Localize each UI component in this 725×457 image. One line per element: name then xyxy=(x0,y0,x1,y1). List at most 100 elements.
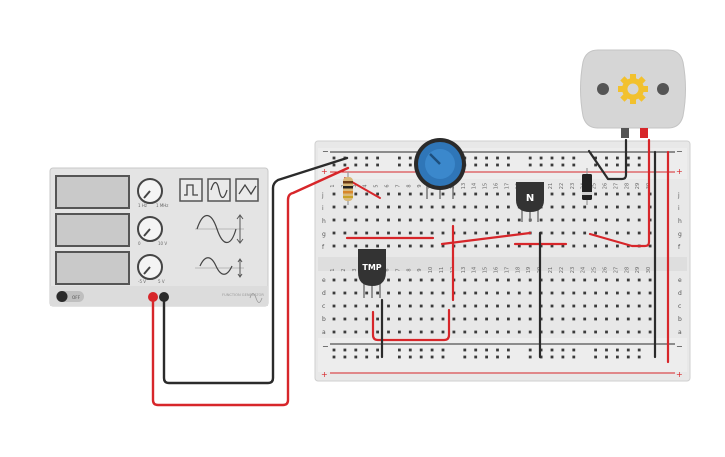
breadboard-hole[interactable] xyxy=(528,317,532,321)
breadboard-hole[interactable] xyxy=(616,231,619,235)
rail-hole[interactable] xyxy=(550,156,554,160)
rail-hole[interactable] xyxy=(528,355,532,359)
breadboard-hole[interactable] xyxy=(441,205,445,209)
rail-hole[interactable] xyxy=(528,156,532,160)
rail-hole[interactable] xyxy=(594,163,597,167)
rail-hole[interactable] xyxy=(626,163,630,167)
rail-hole[interactable] xyxy=(474,163,478,167)
offset-knob[interactable] xyxy=(137,254,163,280)
breadboard-hole[interactable] xyxy=(594,244,597,248)
breadboard-hole[interactable] xyxy=(507,244,510,248)
breadboard-hole[interactable] xyxy=(463,192,467,196)
breadboard-hole[interactable] xyxy=(398,291,401,295)
breadboard-hole[interactable] xyxy=(528,330,532,334)
breadboard-hole[interactable] xyxy=(594,330,597,334)
breadboard-hole[interactable] xyxy=(474,231,478,235)
breadboard-hole[interactable] xyxy=(539,218,543,222)
breadboard-hole[interactable] xyxy=(408,291,412,295)
breadboard-hole[interactable] xyxy=(419,192,423,196)
rail-hole[interactable] xyxy=(365,348,369,352)
breadboard-hole[interactable] xyxy=(572,205,576,209)
rail-hole[interactable] xyxy=(550,355,554,359)
square-wave-button[interactable] xyxy=(179,178,203,202)
breadboard-hole[interactable] xyxy=(507,278,510,282)
breadboard-hole[interactable] xyxy=(485,304,488,308)
breadboard-hole[interactable] xyxy=(398,205,401,209)
breadboard-hole[interactable] xyxy=(419,218,423,222)
breadboard-hole[interactable] xyxy=(626,317,630,321)
breadboard-hole[interactable] xyxy=(408,317,412,321)
breadboard-hole[interactable] xyxy=(387,205,390,209)
rail-hole[interactable] xyxy=(616,163,619,167)
rail-hole[interactable] xyxy=(637,348,641,352)
breadboard-hole[interactable] xyxy=(332,278,336,282)
breadboard-hole[interactable] xyxy=(528,304,532,308)
breadboard-hole[interactable] xyxy=(561,291,565,295)
breadboard-hole[interactable] xyxy=(354,205,358,209)
function-generator[interactable]: 1 Hz 1 MHz 0 10 V -5 V 5 V xyxy=(49,167,269,307)
breadboard-hole[interactable] xyxy=(354,304,358,308)
breadboard-hole[interactable] xyxy=(583,317,587,321)
rail-hole[interactable] xyxy=(572,156,576,160)
rail-hole[interactable] xyxy=(332,355,336,359)
rail-hole[interactable] xyxy=(398,355,401,359)
breadboard-hole[interactable] xyxy=(496,291,499,295)
breadboard-hole[interactable] xyxy=(583,278,587,282)
breadboard-hole[interactable] xyxy=(594,317,597,321)
breadboard-hole[interactable] xyxy=(463,244,467,248)
breadboard-hole[interactable] xyxy=(507,291,510,295)
breadboard-hole[interactable] xyxy=(343,330,347,334)
breadboard-hole[interactable] xyxy=(419,330,423,334)
breadboard-hole[interactable] xyxy=(398,244,401,248)
breadboard-hole[interactable] xyxy=(376,291,379,295)
breadboard-hole[interactable] xyxy=(419,278,423,282)
rail-hole[interactable] xyxy=(354,163,358,167)
breadboard-hole[interactable] xyxy=(452,330,456,334)
breadboard-hole[interactable] xyxy=(561,244,565,248)
breadboard-hole[interactable] xyxy=(485,291,488,295)
rail-hole[interactable] xyxy=(398,163,401,167)
breadboard-hole[interactable] xyxy=(430,291,434,295)
breadboard-hole[interactable] xyxy=(441,304,445,308)
breadboard-hole[interactable] xyxy=(343,205,347,209)
breadboard-hole[interactable] xyxy=(594,278,597,282)
breadboard-hole[interactable] xyxy=(485,317,488,321)
breadboard-hole[interactable] xyxy=(463,317,467,321)
rail-hole[interactable] xyxy=(354,355,358,359)
rail-hole[interactable] xyxy=(539,163,543,167)
rail-hole[interactable] xyxy=(485,163,488,167)
rail-hole[interactable] xyxy=(332,163,336,167)
breadboard-hole[interactable] xyxy=(485,244,488,248)
breadboard-hole[interactable] xyxy=(561,231,565,235)
breadboard-hole[interactable] xyxy=(485,192,488,196)
breadboard-hole[interactable] xyxy=(605,291,608,295)
rail-hole[interactable] xyxy=(572,163,576,167)
breadboard-hole[interactable] xyxy=(463,304,467,308)
breadboard-hole[interactable] xyxy=(365,291,369,295)
breadboard-hole[interactable] xyxy=(550,231,554,235)
breadboard-hole[interactable] xyxy=(528,278,532,282)
breadboard-hole[interactable] xyxy=(365,192,369,196)
rail-hole[interactable] xyxy=(496,355,499,359)
breadboard-hole[interactable] xyxy=(387,231,390,235)
breadboard-hole[interactable] xyxy=(430,205,434,209)
rail-hole[interactable] xyxy=(496,156,499,160)
rail-hole[interactable] xyxy=(408,163,412,167)
rail-hole[interactable] xyxy=(616,156,619,160)
temperature-sensor[interactable]: TMP xyxy=(358,249,386,298)
breadboard-hole[interactable] xyxy=(583,330,587,334)
breadboard-hole[interactable] xyxy=(419,231,423,235)
breadboard-hole[interactable] xyxy=(408,278,412,282)
rail-hole[interactable] xyxy=(441,355,445,359)
breadboard-hole[interactable] xyxy=(507,304,510,308)
breadboard-hole[interactable] xyxy=(496,218,499,222)
breadboard-hole[interactable] xyxy=(441,244,445,248)
breadboard-hole[interactable] xyxy=(507,317,510,321)
rail-hole[interactable] xyxy=(474,156,478,160)
breadboard-hole[interactable] xyxy=(441,278,445,282)
breadboard-hole[interactable] xyxy=(496,278,499,282)
rail-hole[interactable] xyxy=(354,156,358,160)
rail-hole[interactable] xyxy=(430,355,434,359)
breadboard-hole[interactable] xyxy=(605,330,608,334)
amplitude-knob[interactable] xyxy=(137,216,163,242)
